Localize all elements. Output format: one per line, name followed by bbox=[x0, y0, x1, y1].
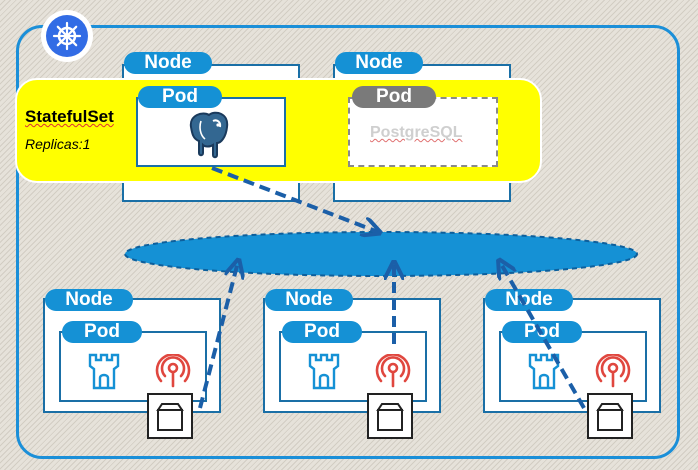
arrow-pod-to-network bbox=[211, 166, 378, 232]
cluster-boundary bbox=[16, 25, 680, 459]
top-node-1-label: Node bbox=[124, 52, 212, 74]
volume-box-icon bbox=[367, 393, 413, 439]
tower-icon bbox=[85, 352, 123, 392]
postgres-pod-active-label: Pod bbox=[138, 86, 222, 108]
bottom-node-1-label: Node bbox=[45, 289, 133, 311]
statefulset-title: StatefulSet bbox=[25, 107, 114, 126]
bottom-pod-1-label: Pod bbox=[62, 321, 142, 343]
signal-icon bbox=[595, 353, 631, 390]
signal-icon bbox=[375, 353, 411, 390]
bottom-node-3-label: Node bbox=[485, 289, 573, 311]
volume-box-icon bbox=[587, 393, 633, 439]
bottom-pod-2-label: Pod bbox=[282, 321, 362, 343]
arrow-node3-to-network bbox=[500, 262, 586, 409]
top-node-2-label: Node bbox=[335, 52, 423, 74]
helm-icon bbox=[46, 15, 88, 57]
kubernetes-logo bbox=[41, 10, 93, 62]
bottom-node-2-label: Node bbox=[265, 289, 353, 311]
postgres-pod-inactive-text: PostgreSQL bbox=[370, 124, 463, 141]
postgresql-elephant-icon bbox=[181, 107, 235, 161]
service-network-ellipse bbox=[124, 231, 638, 277]
arrow-node1-to-network bbox=[198, 262, 238, 409]
postgres-pod-inactive-label: Pod bbox=[352, 86, 436, 108]
volume-box-icon bbox=[147, 393, 193, 439]
tower-icon bbox=[305, 352, 343, 392]
signal-icon bbox=[155, 353, 191, 390]
statefulset-replicas: Replicas:1 bbox=[25, 136, 91, 152]
postgres-pod-inactive bbox=[348, 97, 498, 167]
